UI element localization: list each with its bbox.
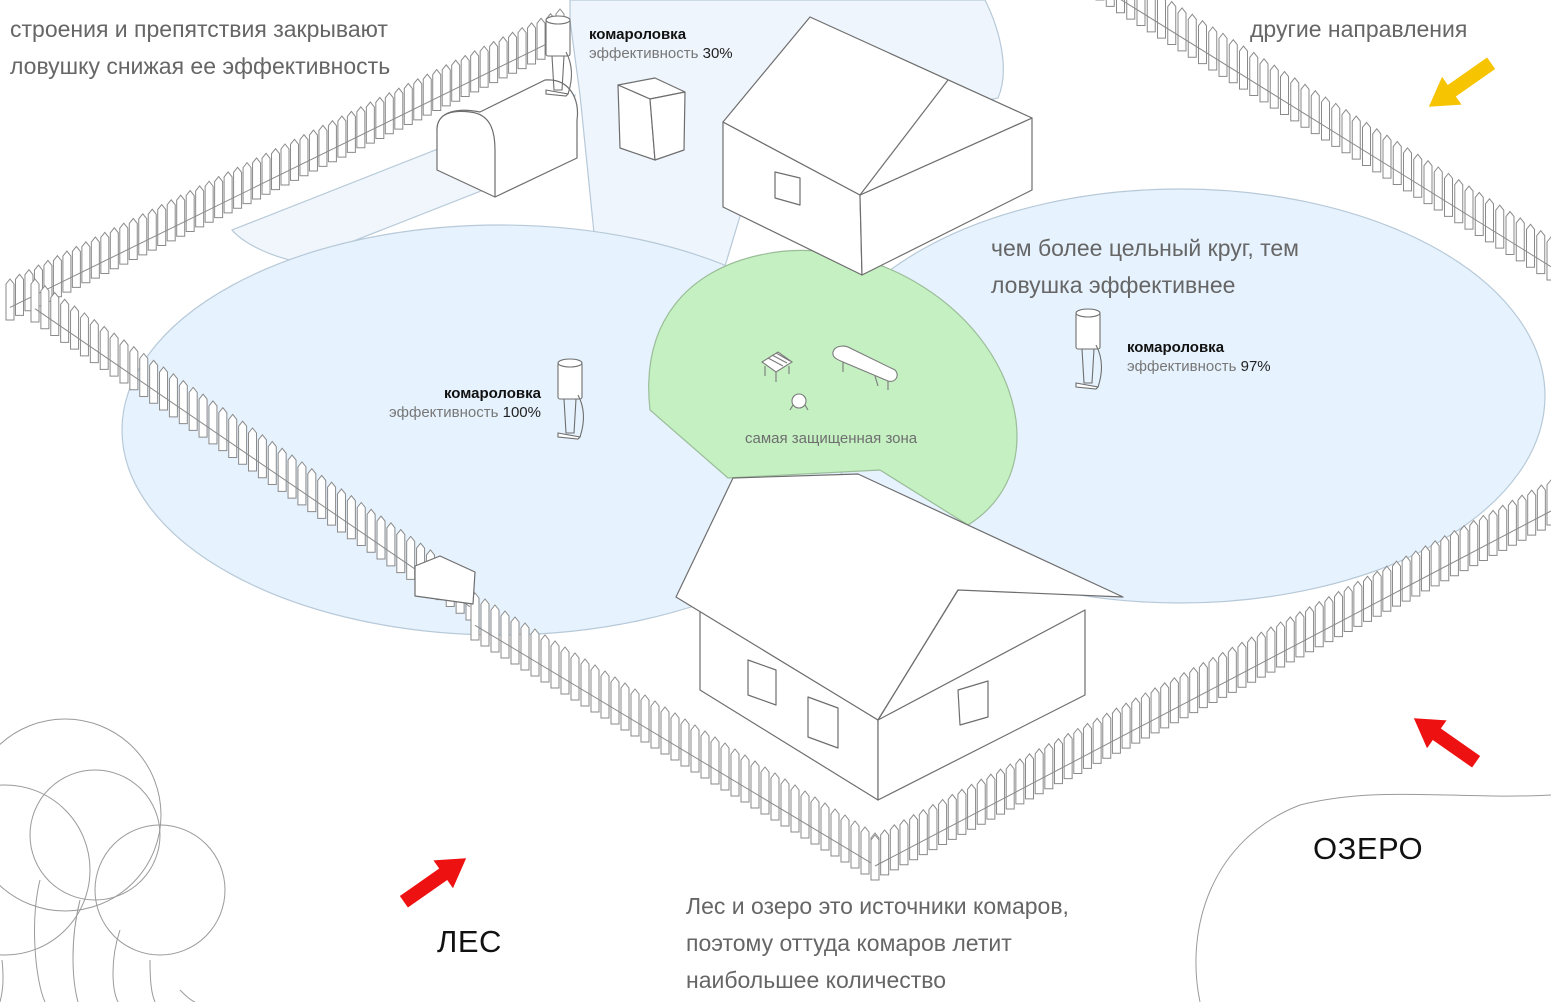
arrow-icon-other-directions [1428, 57, 1496, 107]
note-obstacles: строения и препятствия закрывают ловушку… [10, 16, 391, 79]
trap-title: комароловка [1127, 339, 1225, 356]
mosquito-trap-icon [557, 358, 585, 440]
trap-title: комароловка [443, 385, 541, 402]
house-bottom [675, 473, 1124, 801]
coverage-zones [121, 0, 1546, 636]
protected-zone [648, 249, 1018, 526]
shed-box [617, 77, 686, 161]
note-sources: Лес и озеро это источники комаров, поэто… [686, 893, 1069, 993]
fence [5, 0, 1551, 881]
lake-shore [1195, 793, 1551, 1002]
arrow-icon-lake [1413, 718, 1481, 768]
garden-furniture [761, 345, 898, 411]
bench-icon [832, 345, 898, 390]
arrow-icon-forest [399, 858, 467, 908]
trap-title: комароловка [589, 26, 687, 43]
trap-label-left: комароловка эффективность 100% [389, 384, 541, 422]
note-circle: чем более цельный круг, тем ловушка эффе… [991, 235, 1299, 298]
mosquito-trap-icon [1075, 308, 1103, 390]
table-icon [761, 351, 793, 382]
mosquito-trap-icon [545, 15, 573, 97]
trap-label-right: комароловка эффективность 97% [1127, 338, 1271, 376]
traps [545, 15, 1103, 440]
small-shed [414, 555, 476, 605]
greenhouse [436, 79, 579, 198]
lake-label: ОЗЕРО [1313, 831, 1424, 866]
tree-icon [0, 718, 226, 1002]
house-top [722, 16, 1033, 276]
trap-efficiency: эффективность 97% [1127, 358, 1271, 375]
forest-label: ЛЕС [437, 924, 502, 959]
trap-efficiency: эффективность 30% [589, 45, 733, 62]
trap-efficiency: эффективность 100% [389, 404, 541, 421]
trap-label-top: комароловка эффективность 30% [589, 25, 733, 63]
arrows [399, 57, 1496, 908]
note-other-directions: другие направления [1250, 16, 1468, 42]
buildings [414, 16, 1124, 801]
grill-icon [789, 393, 809, 411]
protected-zone-label: самая защищенная зона [745, 430, 918, 447]
